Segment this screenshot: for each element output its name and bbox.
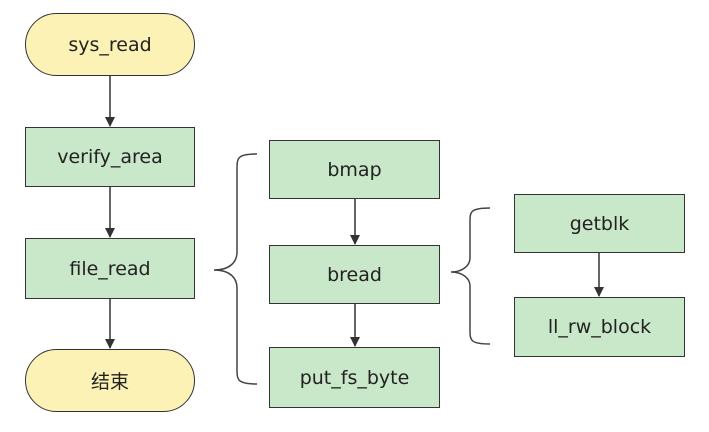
ll-rw-block-step: ll_rw_block bbox=[514, 297, 685, 357]
verify-area-step: verify_area bbox=[25, 127, 195, 187]
start-terminal: sys_read bbox=[25, 13, 195, 76]
bmap-step: bmap bbox=[269, 140, 440, 199]
file-read-step: file_read bbox=[25, 238, 195, 299]
getblk-step: getblk bbox=[514, 194, 685, 253]
put-fs-byte-step: put_fs_byte bbox=[269, 347, 440, 408]
end-terminal: 结束 bbox=[25, 349, 195, 412]
brace-file-read-expansion bbox=[213, 153, 258, 385]
brace-bread-expansion bbox=[450, 207, 491, 345]
bread-step: bread bbox=[269, 245, 440, 304]
